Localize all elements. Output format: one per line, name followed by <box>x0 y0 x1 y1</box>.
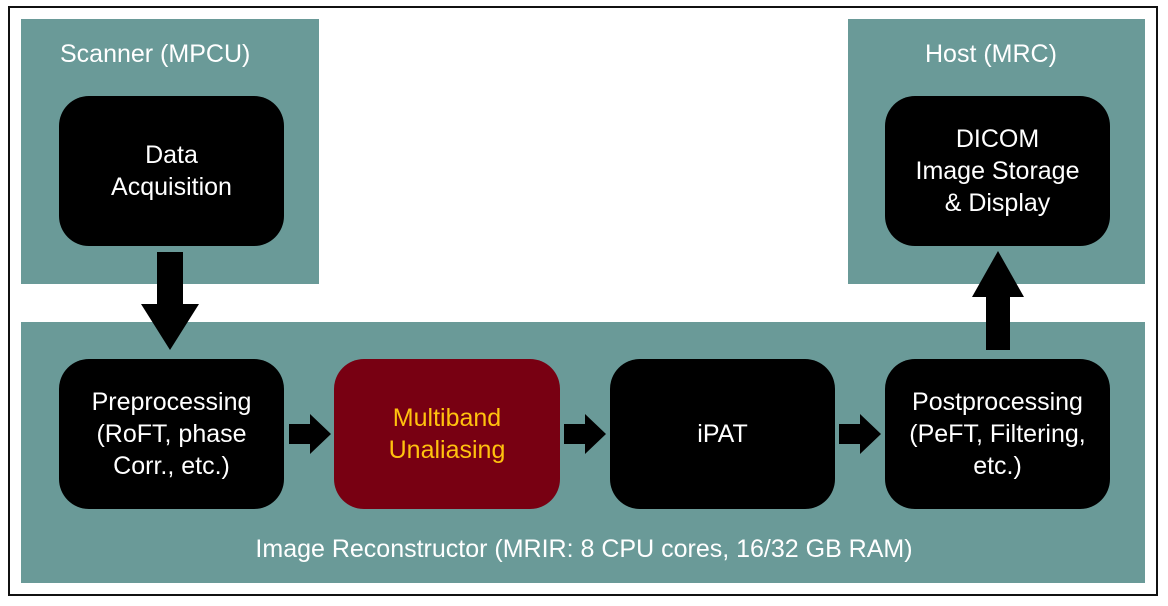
postprocessing-line-2: (PeFT, Filtering, <box>909 420 1086 448</box>
postprocessing-box: Postprocessing (PeFT, Filtering, etc.) <box>885 359 1110 509</box>
ipat-line-1: iPAT <box>697 420 748 448</box>
dicom-line-2: Image Storage <box>915 157 1080 185</box>
host-region-label: Host (MRC) <box>925 40 1057 68</box>
dicom-line-3: & Display <box>944 189 1051 217</box>
multiband-line-2: Unaliasing <box>388 436 506 464</box>
postprocessing-line-3: etc.) <box>973 452 1022 480</box>
postprocessing-line-1: Postprocessing <box>912 388 1083 416</box>
data-acquisition-line-1: Data <box>145 141 198 169</box>
multiband-line-1: Multiband <box>392 404 502 432</box>
preprocessing-line-2: (RoFT, phase <box>96 420 247 448</box>
preprocessing-line-3: Corr., etc.) <box>113 452 230 480</box>
preprocessing-line-1: Preprocessing <box>91 388 252 416</box>
data-acquisition-line-2: Acquisition <box>111 173 232 201</box>
data-acquisition-box: Data Acquisition <box>59 96 284 246</box>
preprocessing-box: Preprocessing (RoFT, phase Corr., etc.) <box>59 359 284 509</box>
scanner-region-label: Scanner (MPCU) <box>60 40 251 68</box>
reconstructor-region-label: Image Reconstructor (MRIR: 8 CPU cores, … <box>255 535 913 563</box>
ipat-box: iPAT <box>610 359 835 509</box>
multiband-unaliasing-box: Multiband Unaliasing <box>334 359 560 509</box>
dicom-box: DICOM Image Storage & Display <box>885 96 1110 246</box>
dicom-line-1: DICOM <box>955 125 1040 153</box>
